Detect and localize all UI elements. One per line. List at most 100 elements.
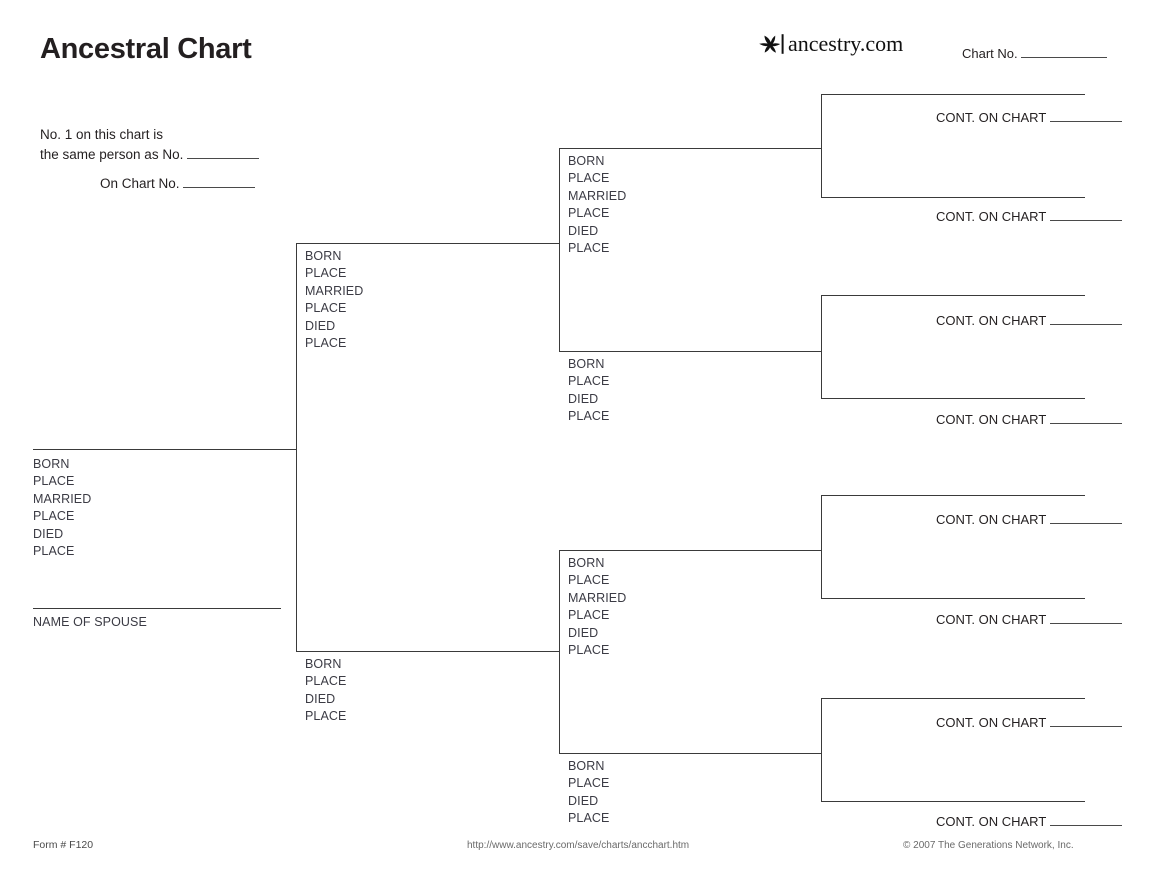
field-place: PLACE [305,709,347,724]
same-person-note: No. 1 on this chart is the same person a… [40,125,260,165]
person-14-name-rule[interactable] [821,698,1085,699]
person-6-name-rule[interactable] [559,550,821,551]
field-died: DIED [568,793,599,808]
person-7-fields: BORN PLACE DIED PLACE [568,758,610,828]
cont-blank[interactable] [1049,324,1122,325]
cont-label: CONT. ON CHART [936,612,1047,627]
person-5-name-rule[interactable] [559,351,821,352]
same-person-no-blank[interactable] [187,158,260,159]
field-married: MARRIED [568,188,627,203]
copyright-notice: © 2007 The Generations Network, Inc. [903,840,1074,851]
person-8-name-rule[interactable] [821,94,1085,95]
person-10-cont-on-chart[interactable]: CONT. ON CHART [936,313,1122,328]
person-11-cont-on-chart[interactable]: CONT. ON CHART [936,412,1122,427]
person-9-name-rule[interactable] [821,197,1085,198]
person-13-cont-on-chart[interactable]: CONT. ON CHART [936,612,1122,627]
field-died: DIED [568,625,599,640]
cont-blank[interactable] [1049,523,1122,524]
field-died: DIED [305,318,336,333]
person-5-fields: BORN PLACE DIED PLACE [568,356,610,426]
spouse-name-rule[interactable] [33,608,281,609]
gen2-bracket-spine [296,243,297,652]
person-12-name-rule[interactable] [821,495,1085,496]
person-3-name-rule[interactable] [296,651,560,652]
person-1-spouse-label: NAME OF SPOUSE [33,614,147,631]
gen1-to-gen2-connector [281,449,297,450]
note-line-2[interactable]: the same person as No. [40,145,260,165]
gen3-lower-bracket-spine [559,550,560,754]
note-line-2-label: the same person as No. [40,147,184,162]
gen3-to-gen4-a-connector [806,148,822,149]
person-7-name-rule[interactable] [559,753,821,754]
gen2-to-gen3-upper-connector [545,243,560,244]
cont-label: CONT. ON CHART [936,209,1047,224]
cont-blank[interactable] [1049,726,1122,727]
cont-label: CONT. ON CHART [936,110,1047,125]
field-married: MARRIED [305,283,364,298]
source-url: http://www.ancestry.com/save/charts/ancc… [467,840,690,851]
field-married: MARRIED [568,590,627,605]
field-name-of-spouse: NAME OF SPOUSE [33,615,147,629]
field-place: PLACE [568,608,610,623]
person-12-cont-on-chart[interactable]: CONT. ON CHART [936,512,1122,527]
field-died: DIED [568,223,599,238]
field-place: PLACE [568,374,610,389]
field-born: BORN [305,657,342,671]
form-number: Form # F120 [33,839,94,851]
field-place: PLACE [568,409,610,424]
person-2-name-rule[interactable] [296,243,560,244]
note-line-1: No. 1 on this chart is [40,127,164,142]
person-15-cont-on-chart[interactable]: CONT. ON CHART [936,814,1122,829]
cont-label: CONT. ON CHART [936,512,1047,527]
person-4-name-rule[interactable] [559,148,821,149]
gen3-upper-bracket-spine [559,148,560,352]
on-chart-no-note[interactable]: On Chart No. [100,174,256,194]
field-born: BORN [568,357,605,371]
field-place: PLACE [305,674,347,689]
cont-blank[interactable] [1049,423,1122,424]
person-9-cont-on-chart[interactable]: CONT. ON CHART [936,209,1122,224]
person-14-cont-on-chart[interactable]: CONT. ON CHART [936,715,1122,730]
person-13-name-rule[interactable] [821,598,1085,599]
chart-no-blank[interactable] [1021,57,1108,58]
cont-label: CONT. ON CHART [936,313,1047,328]
person-1-fields: BORN PLACE MARRIED PLACE DIED PLACE [33,456,91,560]
person-1-name-rule[interactable] [33,449,296,450]
cont-blank[interactable] [1049,121,1122,122]
field-place: PLACE [33,509,75,524]
person-6-fields: BORN PLACE MARRIED PLACE DIED PLACE [568,555,626,659]
field-married: MARRIED [33,491,92,506]
field-place: PLACE [305,266,347,281]
person-15-name-rule[interactable] [821,801,1085,802]
person-10-name-rule[interactable] [821,295,1085,296]
cont-blank[interactable] [1049,623,1122,624]
field-place: PLACE [33,544,75,559]
cont-blank[interactable] [1049,825,1122,826]
on-chart-no-blank[interactable] [183,187,256,188]
cont-label: CONT. ON CHART [936,715,1047,730]
field-place: PLACE [568,811,610,826]
field-born: BORN [568,759,605,773]
field-died: DIED [568,391,599,406]
gen3-to-gen4-b-connector [806,351,822,352]
gen3-to-gen4-d-connector [806,753,822,754]
field-died: DIED [33,526,64,541]
field-place: PLACE [568,171,610,186]
field-place: PLACE [305,336,347,351]
field-born: BORN [305,249,342,263]
field-born: BORN [33,457,70,471]
field-born: BORN [568,154,605,168]
person-2-fields: BORN PLACE MARRIED PLACE DIED PLACE [305,248,363,352]
cont-label: CONT. ON CHART [936,412,1047,427]
leaf-icon [759,34,784,54]
gen4-bracket-d-spine [821,698,822,802]
gen4-bracket-a-spine [821,94,822,198]
field-place: PLACE [568,573,610,588]
person-4-fields: BORN PLACE MARRIED PLACE DIED PLACE [568,153,626,257]
person-8-cont-on-chart[interactable]: CONT. ON CHART [936,110,1122,125]
cont-blank[interactable] [1049,220,1122,221]
chart-no-field[interactable]: Chart No. [962,46,1108,61]
brand-name: ancestry.com [788,31,904,56]
person-11-name-rule[interactable] [821,398,1085,399]
